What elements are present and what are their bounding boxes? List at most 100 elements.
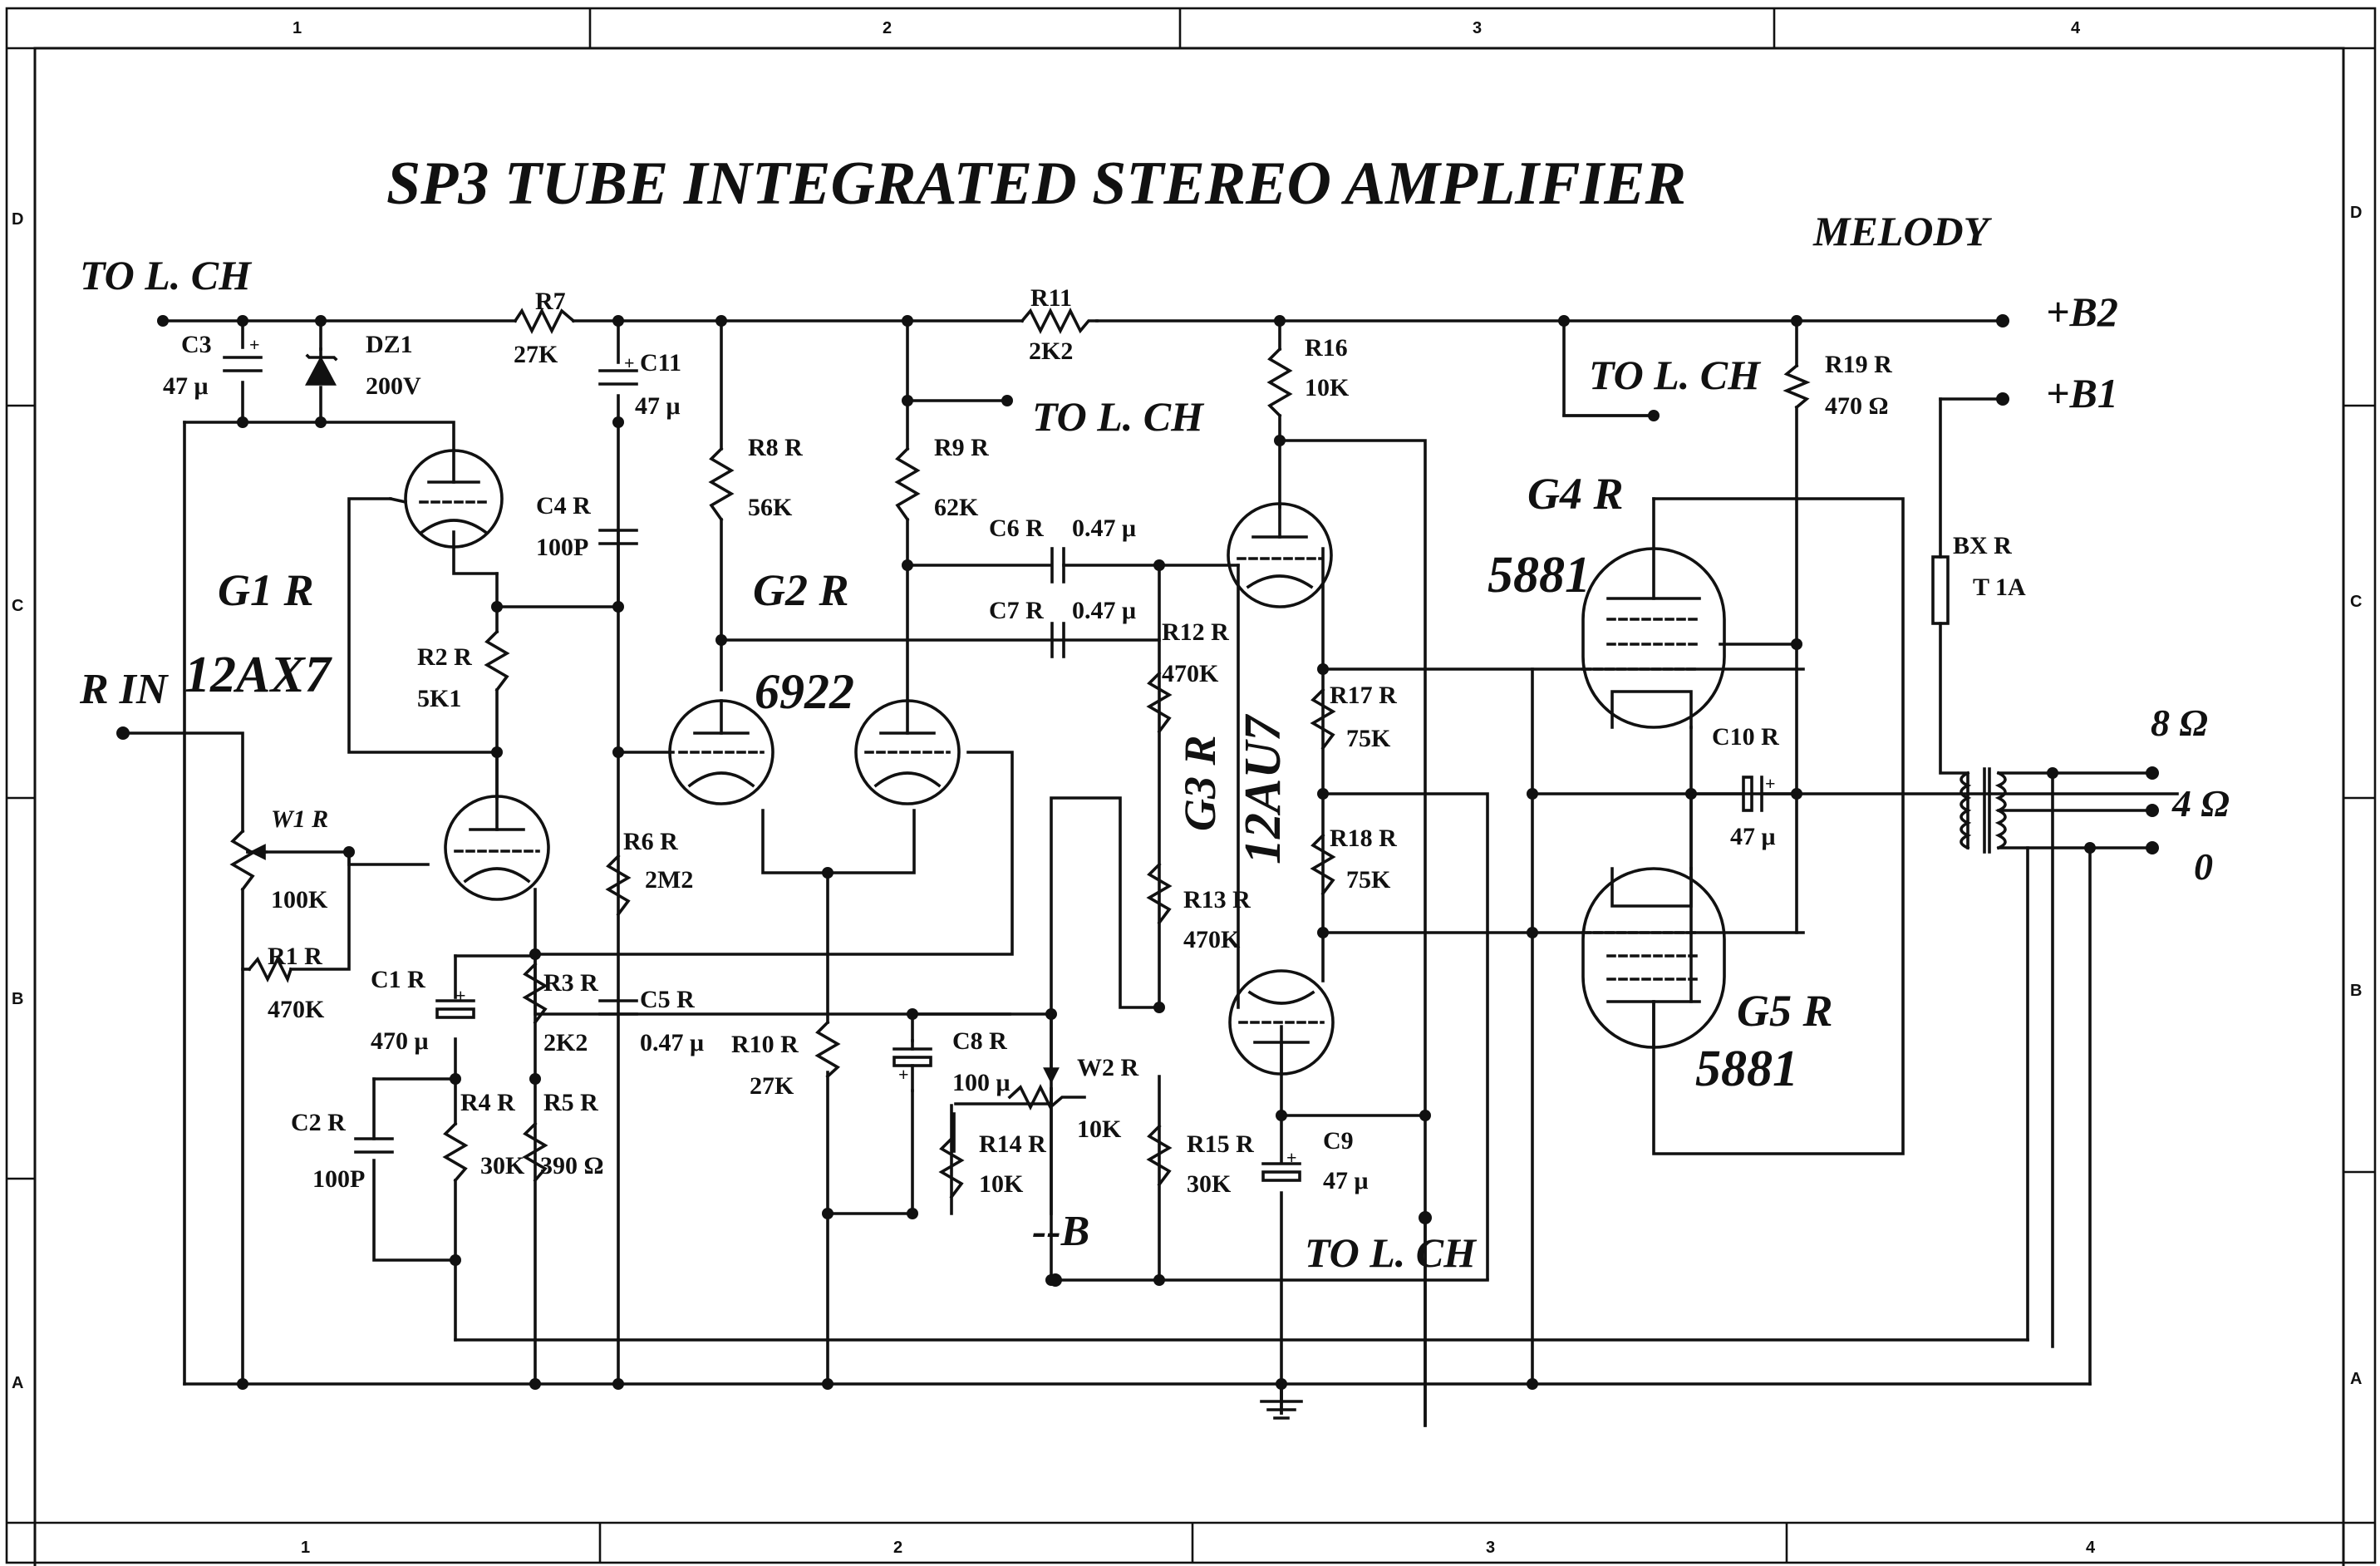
label-c8-ref: C8 R <box>952 1027 1007 1055</box>
label-c8-value: 100 μ <box>952 1069 1011 1096</box>
label-r8-value: 56K <box>748 494 793 521</box>
label-c11-value: 47 μ <box>635 392 681 420</box>
label-r10-value: 27K <box>750 1072 794 1100</box>
grid-col-1-bottom: 1 <box>301 1539 310 1557</box>
label-r13-ref: R13 R <box>1183 886 1251 914</box>
label-bx-ref: BX R <box>1953 532 2012 559</box>
tube-g3-upper <box>1227 502 1333 608</box>
capacitor-c2 <box>354 1137 394 1154</box>
net-neg-b: --B <box>1032 1208 1089 1255</box>
label-r7-ref: R7 <box>535 288 566 315</box>
tube-g4-name: G4 R <box>1527 469 1624 519</box>
label-r12-value: 470K <box>1162 660 1219 687</box>
grid-col-2-top: 2 <box>883 19 892 37</box>
tube-g5-name: G5 R <box>1737 986 1833 1036</box>
net-out-8: 8 Ω <box>2151 702 2208 744</box>
resistor-r4 <box>442 1121 469 1183</box>
capacitor-c10 <box>1689 776 1798 812</box>
label-r2-ref: R2 R <box>417 643 472 671</box>
capacitor-c7 <box>1050 622 1065 658</box>
capacitor-c9 <box>1261 1162 1301 1182</box>
drawing-frame <box>5 7 2377 1566</box>
capacitor-c4 <box>598 529 638 545</box>
capacitor-c3 <box>223 356 263 372</box>
tube-g3-type: 12AU7 <box>1235 713 1291 864</box>
resistor-r11 <box>1020 307 1099 335</box>
resistor-r1 <box>247 955 293 983</box>
net-out-4: 4 Ω <box>2171 782 2230 825</box>
junction-dots <box>116 314 2159 1390</box>
label-r15-value: 30K <box>1187 1170 1232 1198</box>
label-r3-value: 2K2 <box>543 1029 588 1056</box>
tube-g1-type: 12AX7 <box>184 647 333 703</box>
grid-col-4-bottom: 4 <box>2086 1539 2096 1557</box>
label-c11-ref: C11 <box>640 349 681 377</box>
svg-text:+: + <box>249 334 260 355</box>
capacitor-c11 <box>598 369 638 386</box>
label-r19-value: 470 Ω <box>1825 392 1889 420</box>
label-r10-ref: R10 R <box>731 1031 799 1058</box>
grid-row-c-right: C <box>2350 593 2362 611</box>
resistor-r8 <box>708 446 735 522</box>
resistor-r14 <box>938 1136 965 1199</box>
label-r11-ref: R11 <box>1030 284 1072 312</box>
tube-g2-type: 6922 <box>755 664 854 719</box>
label-r5-ref: R5 R <box>543 1089 598 1116</box>
tube-g2-name: G2 R <box>753 565 849 615</box>
label-r15-ref: R15 R <box>1187 1130 1254 1158</box>
resistor-r17 <box>1310 687 1336 751</box>
label-c4-value: 100P <box>536 534 588 561</box>
grid-row-c-left: C <box>12 597 23 615</box>
resistor-r6 <box>605 854 632 917</box>
label-c3-ref: C3 <box>181 331 212 358</box>
label-r6-value: 2M2 <box>645 866 693 894</box>
resistor-r2 <box>484 629 510 692</box>
net-b1: +B1 <box>2046 370 2118 416</box>
capacitor-c5 <box>598 999 638 1016</box>
label-w1-value: 100K <box>271 886 328 914</box>
resistor-r16 <box>1266 347 1293 418</box>
net-out-0: 0 <box>2194 845 2213 888</box>
label-c1-value: 470 μ <box>371 1027 429 1055</box>
net-r-in: R IN <box>79 666 170 713</box>
zener-dz1 <box>305 347 338 386</box>
label-r8-ref: R8 R <box>748 434 803 461</box>
tube-g1-name: G1 R <box>218 565 314 615</box>
label-c9-value: 47 μ <box>1323 1167 1369 1194</box>
label-dz1-ref: DZ1 <box>366 331 413 358</box>
net-to-l-ch-mid: TO L. CH <box>1032 393 1205 440</box>
label-w2-ref: W2 R <box>1077 1054 1139 1081</box>
label-c1-ref: C1 R <box>371 966 425 993</box>
svg-text:+: + <box>898 1064 909 1085</box>
label-c7-ref: C7 R <box>989 597 1044 624</box>
label-c7-value: 0.47 μ <box>1072 597 1136 624</box>
brand-label: MELODY <box>1812 208 1993 254</box>
label-r17-value: 75K <box>1346 725 1391 752</box>
label-r1-ref: R1 R <box>268 943 322 970</box>
label-r16-value: 10K <box>1305 374 1350 401</box>
label-c5-ref: C5 R <box>640 986 695 1013</box>
tube-g5-type: 5881 <box>1695 1041 1798 1097</box>
output-transformer <box>1960 767 2007 854</box>
label-c10-ref: C10 R <box>1712 723 1779 751</box>
svg-text:+: + <box>1286 1147 1297 1168</box>
grid-col-1-top: 1 <box>293 19 302 37</box>
svg-text:+: + <box>624 352 635 373</box>
tube-g5 <box>1581 867 1726 1049</box>
net-to-l-ch-bottom: TO L. CH <box>1305 1229 1478 1276</box>
ground-icon <box>1260 1382 1303 1420</box>
label-r9-ref: R9 R <box>934 434 989 461</box>
label-c6-value: 0.47 μ <box>1072 515 1136 542</box>
label-r14-ref: R14 R <box>979 1130 1046 1158</box>
label-dz1-value: 200V <box>366 372 421 400</box>
label-r5-value: 390 Ω <box>540 1152 604 1179</box>
svg-text:+: + <box>1765 773 1776 794</box>
fuse-bx <box>1931 555 1950 625</box>
grid-col-2-bottom: 2 <box>893 1539 902 1557</box>
label-r13-value: 470K <box>1183 926 1241 953</box>
label-r7-value: 27K <box>514 341 558 368</box>
label-c10-value: 47 μ <box>1730 823 1776 850</box>
label-r18-ref: R18 R <box>1330 825 1397 852</box>
resistor-r15 <box>1146 1124 1173 1187</box>
